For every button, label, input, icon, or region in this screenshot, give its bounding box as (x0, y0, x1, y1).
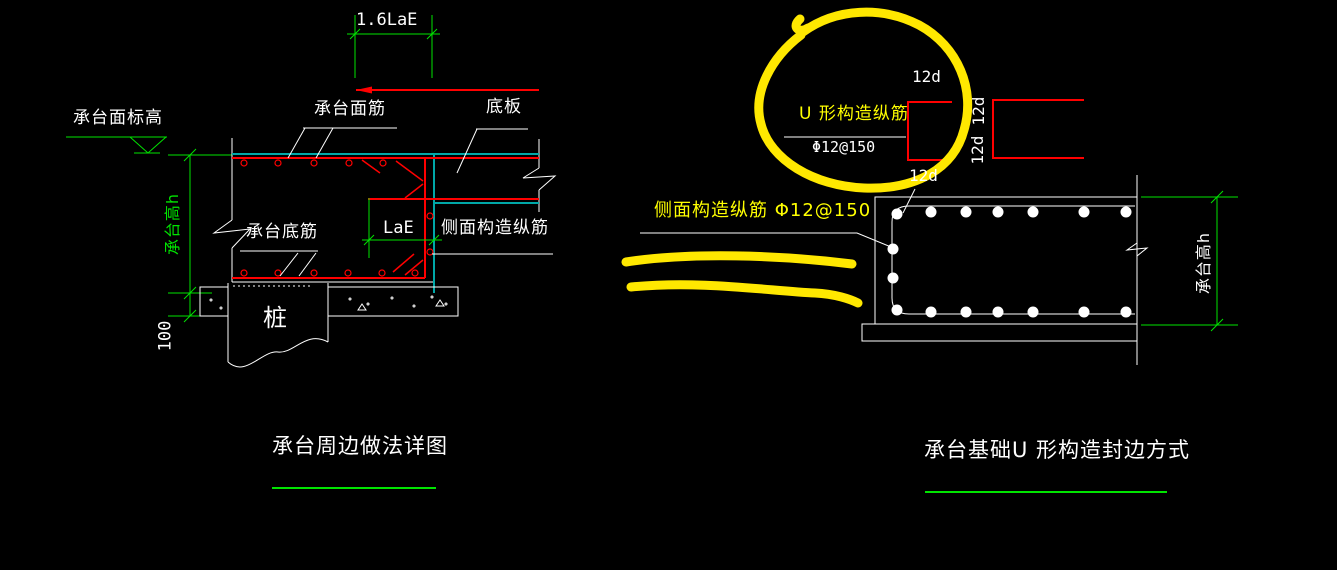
right-rebar-dots (887, 206, 1132, 318)
top-rebar-label: 承台面筋 (314, 99, 386, 119)
dim-lae-lines (362, 198, 442, 258)
yellow-marker-annotations (621, 7, 973, 308)
bottom-rebar-label: 承台底筋 (246, 222, 318, 242)
dim-12d-rotated-lower: 12d (968, 135, 987, 165)
pile-outline (227, 283, 329, 368)
marker-stroke-1 (621, 251, 857, 269)
rebar-lines (232, 157, 539, 279)
u-bar-spec: Φ12@150 (812, 138, 876, 156)
u-bar-shapes (907, 99, 1084, 161)
dim-12d-rotated-upper: 12d (969, 96, 988, 126)
cap-outline (212, 138, 557, 283)
right-height-dimension (1141, 190, 1238, 332)
marker-circle (754, 7, 973, 193)
u-stirrup-line (891, 205, 1135, 315)
right-detail-drawing (621, 7, 1238, 493)
cap-height-label-left: 承台高h (163, 192, 182, 256)
dim-100-text: 100 (155, 320, 176, 352)
dim-12d-bottom: 12d (909, 166, 938, 185)
dim-lae-text: LaE (383, 218, 414, 238)
right-label-leaders (640, 136, 916, 248)
left-detail-drawing (66, 15, 557, 489)
u-bar-label: U 形构造纵筋 (799, 104, 909, 124)
top-bar-extension (356, 86, 539, 94)
left-label-leaders (240, 127, 553, 277)
dim-1-6lae-lines (347, 15, 440, 78)
right-drawing-title: 承台基础U 形构造封边方式 (924, 438, 1191, 462)
pile-label: 桩 (263, 304, 288, 332)
dim-12d-top: 12d (912, 67, 941, 86)
side-rebar-label-left: 侧面构造纵筋 (441, 218, 549, 238)
elevation-symbol (66, 136, 167, 154)
elevation-label: 承台面标高 (73, 108, 163, 128)
left-drawing-title: 承台周边做法详图 (272, 434, 448, 458)
rebar-section-dots (240, 159, 434, 277)
slab-concrete-lines (232, 153, 539, 293)
right-cap-outline (861, 175, 1149, 365)
side-bar-label-right: 侧面构造纵筋 Φ12@150 (654, 200, 872, 221)
rebar-hooks (361, 159, 424, 276)
dim-1-6lae-text: 1.6LaE (356, 10, 418, 30)
marker-stroke-2 (626, 280, 863, 308)
slab-label: 底板 (486, 97, 522, 117)
cap-height-label-right: 承台高h (1194, 231, 1213, 295)
